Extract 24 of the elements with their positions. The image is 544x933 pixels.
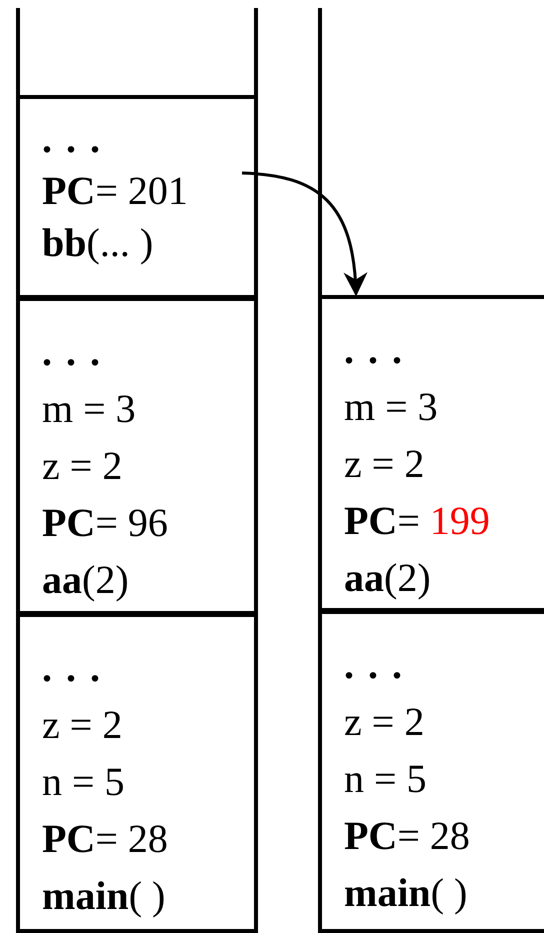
frame-entry-text: PC= 96 <box>42 499 168 547</box>
frame-entry-text: . . . <box>42 328 102 376</box>
frame-entry-text: z = 2 <box>344 698 424 746</box>
frame-entry-text: . . . <box>344 641 404 689</box>
frame-entry-text: main( ) <box>42 872 166 920</box>
frame-entry-text: m = 3 <box>344 383 438 431</box>
frame-entry-text: . . . <box>344 326 404 374</box>
frame-entry-text: main( ) <box>344 869 468 917</box>
frame-entry-text: bb(... ) <box>42 219 154 267</box>
frame-entry-text: aa(2) <box>42 556 129 604</box>
frame-entry-text: PC= 199 <box>344 497 490 545</box>
frame-entry-text: z = 2 <box>42 701 122 749</box>
frame-entry-text: . . . <box>42 644 102 692</box>
arrow <box>242 172 367 296</box>
frame-entry-text: n = 5 <box>344 755 427 803</box>
frame-entry-text: aa(2) <box>344 554 431 602</box>
frame-entry-text: z = 2 <box>344 440 424 488</box>
frame-entry-text: PC= 201 <box>42 167 188 215</box>
frame-entry-text: z = 2 <box>42 442 122 490</box>
frame-entry-text: m = 3 <box>42 385 136 433</box>
frame-entry-text: . . . <box>42 115 102 163</box>
frame-entry-text: n = 5 <box>42 758 125 806</box>
frame-entry-text: PC= 28 <box>42 815 168 863</box>
frame-entry-text: PC= 28 <box>344 812 470 860</box>
